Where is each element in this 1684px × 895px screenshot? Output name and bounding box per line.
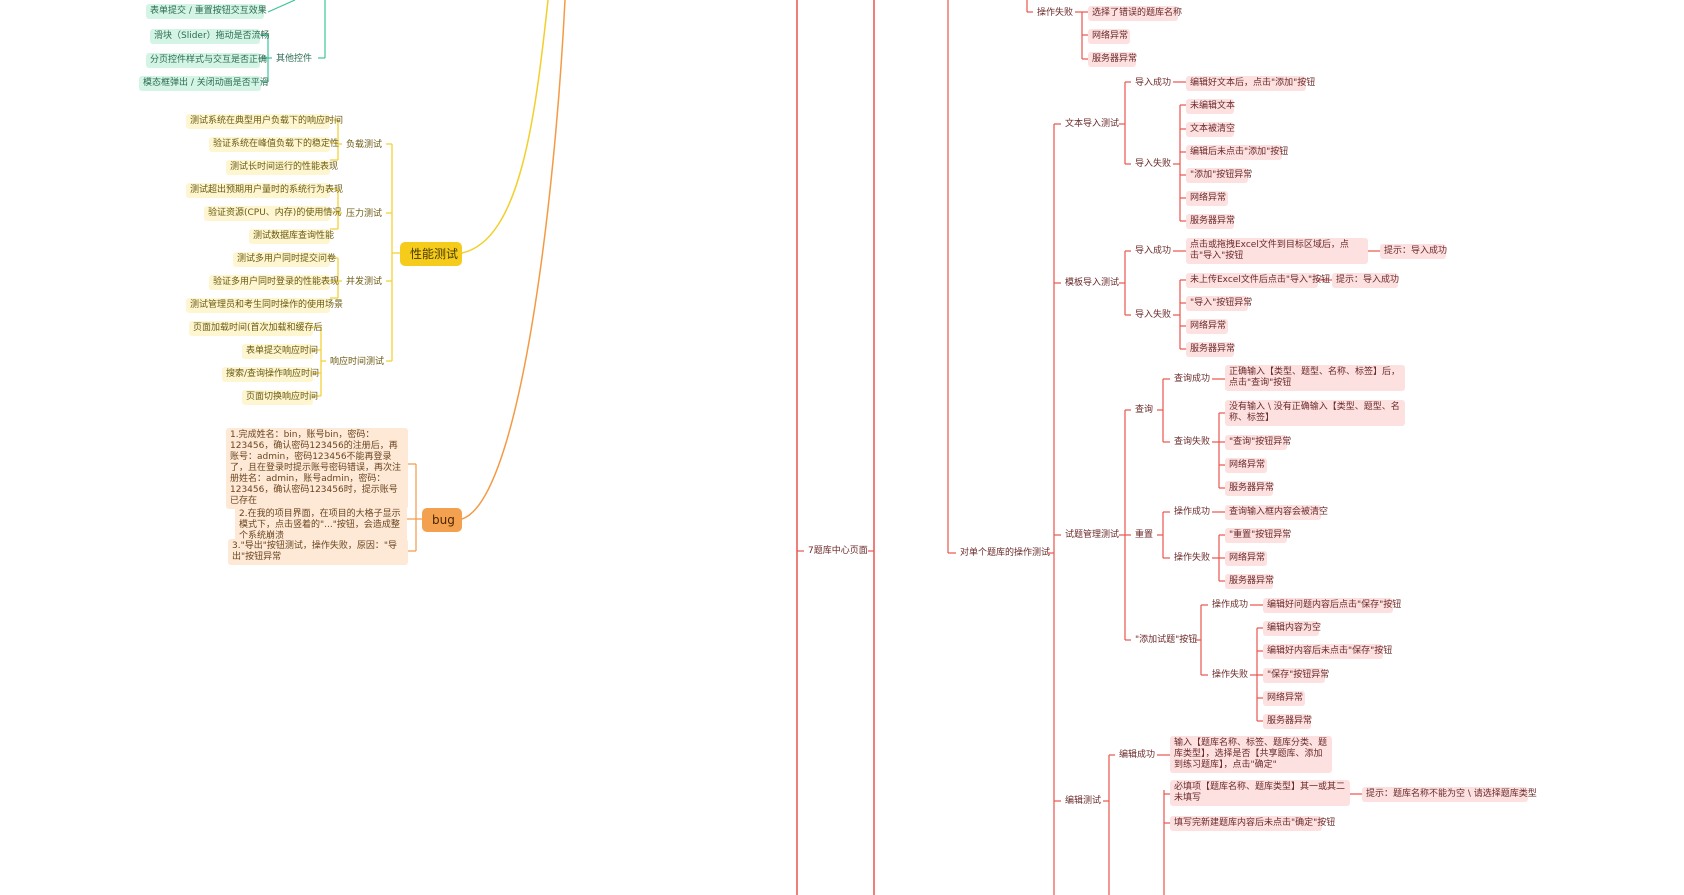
node-single[interactable]: 对单个题库的操作测试	[960, 548, 1051, 558]
node-t2f1[interactable]: 未上传Excel文件后点击"导入"按钮	[1186, 273, 1330, 288]
node-rf[interactable]: 操作失败	[1174, 553, 1211, 563]
node-p13[interactable]: 页面切换响应时间	[242, 390, 318, 405]
node-qf3[interactable]: 网络异常	[1225, 458, 1267, 473]
node-t2f3[interactable]: 网络异常	[1186, 319, 1228, 334]
node-ef2[interactable]: 填写完新建题库内容后未点击"确定"按钮	[1170, 816, 1335, 831]
node-ph2[interactable]: 压力测试	[346, 209, 383, 219]
node-b1[interactable]: 1.完成姓名：bin，账号bin，密码：123456，确认密码123456的注册…	[226, 428, 408, 509]
node-as[interactable]: 操作成功	[1212, 600, 1249, 610]
node-p10[interactable]: 页面加载时间(首次加载和缓存后	[189, 321, 323, 336]
node-f0b[interactable]: 网络异常	[1088, 29, 1130, 44]
node-p1[interactable]: 测试系统在典型用户负载下的响应时间	[186, 114, 343, 129]
node-g1[interactable]: 表单提交 / 重置按钮交互效果	[146, 4, 267, 19]
node-t1f5[interactable]: 网络异常	[1186, 191, 1228, 206]
node-t1f[interactable]: 导入失败	[1135, 159, 1172, 169]
node-qf2[interactable]: "查询"按钮异常	[1225, 435, 1291, 450]
node-ph3[interactable]: 并发测试	[346, 277, 383, 287]
node-qs[interactable]: 查询成功	[1174, 374, 1211, 384]
node-p8[interactable]: 验证多用户同时登录的性能表现	[209, 275, 339, 290]
node-t2[interactable]: 模板导入测试	[1065, 278, 1120, 288]
node-t2s2[interactable]: 提示：导入成功	[1380, 244, 1447, 259]
node-a[interactable]: "添加试题"按钮	[1135, 635, 1198, 645]
node-t2s[interactable]: 导入成功	[1135, 246, 1172, 256]
node-qf[interactable]: 查询失败	[1174, 437, 1211, 447]
node-c7[interactable]: 7题库中心页面	[808, 546, 868, 556]
node-g3[interactable]: 分页控件样式与交互是否正确	[146, 53, 267, 68]
node-f0a[interactable]: 选择了错误的题库名称	[1088, 6, 1182, 21]
node-as1[interactable]: 编辑好问题内容后点击"保存"按钮	[1263, 598, 1401, 613]
node-t3[interactable]: 试题管理测试	[1065, 530, 1120, 540]
node-rs1[interactable]: 查询输入框内容会被清空	[1225, 505, 1328, 520]
node-qs1[interactable]: 正确输入【类型、题型、名称、标签】后，点击"查询"按钮	[1225, 365, 1405, 391]
node-f0[interactable]: 操作失败	[1037, 8, 1074, 18]
node-p11[interactable]: 表单提交响应时间	[242, 344, 318, 359]
node-bug[interactable]: bug	[422, 508, 462, 532]
node-qf1[interactable]: 没有输入 \ 没有正确输入【类型、题型、名称、标签】	[1225, 400, 1405, 426]
node-af5[interactable]: 服务器异常	[1263, 714, 1312, 729]
node-t2f[interactable]: 导入失败	[1135, 310, 1172, 320]
node-ph1[interactable]: 负载测试	[346, 140, 383, 150]
node-af2[interactable]: 编辑好内容后未点击"保存"按钮	[1263, 644, 1392, 659]
node-p9[interactable]: 测试管理员和考生同时操作的使用场景	[186, 298, 343, 313]
node-ef1[interactable]: 必填项【题库名称、题库类型】其一或其二未填写	[1170, 780, 1350, 806]
node-g2[interactable]: 滑块（Slider）拖动是否流畅	[150, 29, 270, 44]
node-gh[interactable]: 其他控件	[276, 54, 313, 64]
node-t2f1a[interactable]: 提示：导入成功	[1332, 273, 1399, 288]
node-t1f1[interactable]: 未编辑文本	[1186, 99, 1235, 114]
node-af3[interactable]: "保存"按钮异常	[1263, 668, 1329, 683]
node-p6[interactable]: 测试数据库查询性能	[249, 229, 334, 244]
node-p4[interactable]: 测试超出预期用户量时的系统行为表现	[186, 183, 343, 198]
node-p3[interactable]: 测试长时间运行的性能表现	[226, 160, 338, 175]
node-f0c[interactable]: 服务器异常	[1088, 52, 1137, 67]
node-t2s1[interactable]: 点击或拖拽Excel文件到目标区域后，点击"导入"按钮	[1186, 238, 1368, 264]
node-t1f6[interactable]: 服务器异常	[1186, 214, 1235, 229]
node-t1f3[interactable]: 编辑后未点击"添加"按钮	[1186, 145, 1288, 160]
node-ph4[interactable]: 响应时间测试	[330, 357, 385, 367]
node-q[interactable]: 查询	[1135, 405, 1154, 415]
node-af4[interactable]: 网络异常	[1263, 691, 1305, 706]
node-p2[interactable]: 验证系统在峰值负载下的稳定性	[209, 137, 339, 152]
node-p7[interactable]: 测试多用户同时提交问卷	[233, 252, 336, 267]
node-af1[interactable]: 编辑内容为空	[1263, 621, 1321, 636]
node-t1s[interactable]: 导入成功	[1135, 78, 1172, 88]
node-t4[interactable]: 编辑测试	[1065, 796, 1102, 806]
node-b3[interactable]: 3."导出"按钮测试，操作失败，原因："导出"按钮异常	[228, 539, 408, 565]
node-rs[interactable]: 操作成功	[1174, 507, 1211, 517]
node-p5[interactable]: 验证资源(CPU、内存)的使用情况	[204, 206, 341, 221]
node-af[interactable]: 操作失败	[1212, 670, 1249, 680]
node-es[interactable]: 编辑成功	[1119, 750, 1156, 760]
node-r[interactable]: 重置	[1135, 530, 1154, 540]
node-g4[interactable]: 模态框弹出 / 关闭动画是否平滑	[139, 76, 269, 91]
node-p12[interactable]: 搜索/查询操作响应时间	[222, 367, 319, 382]
node-qf4[interactable]: 服务器异常	[1225, 481, 1274, 496]
node-ef1a[interactable]: 提示：题库名称不能为空 \ 请选择题库类型	[1362, 787, 1537, 802]
node-rf2[interactable]: 网络异常	[1225, 551, 1267, 566]
node-t1f2[interactable]: 文本被清空	[1186, 122, 1235, 137]
node-t1s1[interactable]: 编辑好文本后，点击"添加"按钮	[1186, 76, 1315, 91]
node-perf[interactable]: 性能测试	[400, 242, 462, 266]
node-rf3[interactable]: 服务器异常	[1225, 574, 1274, 589]
node-es1[interactable]: 输入【题库名称、标签、题库分类、题库类型】，选择是否【共享题库、添加到练习题库】…	[1170, 736, 1332, 773]
node-t1f4[interactable]: "添加"按钮异常	[1186, 168, 1252, 183]
node-t2f2[interactable]: "导入"按钮异常	[1186, 296, 1252, 311]
node-rf1[interactable]: "重置"按钮异常	[1225, 528, 1291, 543]
node-t2f4[interactable]: 服务器异常	[1186, 342, 1235, 357]
node-b2[interactable]: 2.在我的项目界面，在项目的大格子显示模式下，点击竖着的"..."按钮，会造成整…	[235, 507, 407, 544]
node-t1[interactable]: 文本导入测试	[1065, 119, 1120, 129]
